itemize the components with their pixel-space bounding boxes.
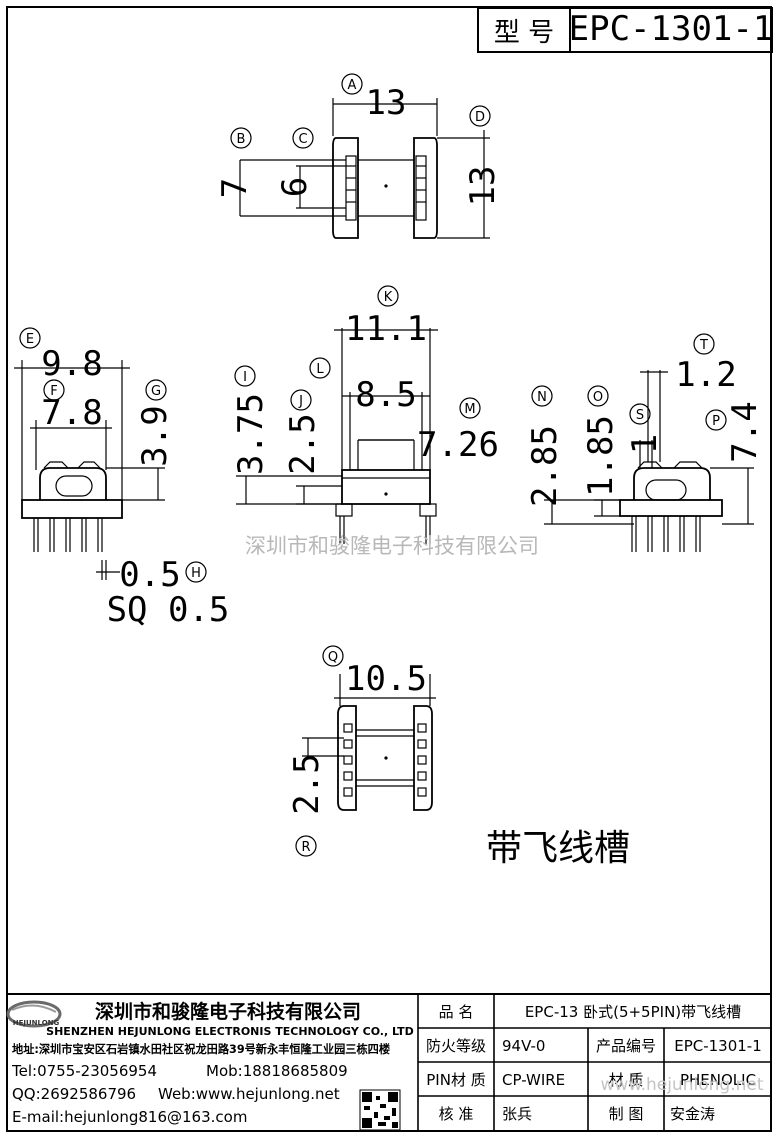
dim-P: 7.4: [725, 401, 765, 462]
name-label: 品 名: [439, 1003, 474, 1021]
web: Web:www.hejunlong.net: [158, 1085, 340, 1103]
bottom-view: [302, 674, 436, 811]
mob: Mob:18818685809: [206, 1062, 348, 1080]
right-view: [544, 370, 754, 552]
label-T: T: [699, 338, 708, 353]
draw-label: 制 图: [609, 1105, 644, 1123]
qr-code: [359, 1089, 401, 1131]
dim-G: 3.9: [135, 405, 175, 466]
check-label: 核 准: [439, 1105, 474, 1123]
label-B: B: [237, 132, 246, 147]
code-label: 产品编号: [596, 1037, 656, 1055]
dim-T: 1.2: [675, 355, 736, 395]
top-view: [239, 98, 490, 239]
label-E: E: [26, 332, 34, 347]
label-O: O: [593, 390, 603, 405]
mat-label: 材 质: [609, 1071, 644, 1089]
dim-E: 9.8: [41, 344, 102, 384]
logo-text: HEJUNLONG: [13, 1019, 60, 1027]
dim-I: 3.75: [231, 393, 271, 475]
address: 地址:深圳市宝安区石岩镇水田社区祝龙田路39号新永丰恒隆工业园三栋四楼: [12, 1042, 391, 1056]
left-view: [14, 360, 165, 580]
label-D: D: [475, 110, 485, 125]
label-C: C: [298, 132, 307, 147]
pin-value: CP-WIRE: [502, 1071, 565, 1089]
name-value: EPC-13 卧式(5+5PIN)带飞线槽: [525, 1003, 741, 1021]
label-Q: Q: [328, 650, 338, 665]
label-L: L: [316, 362, 324, 377]
tel: Tel:0755-23056954: [11, 1062, 157, 1080]
dim-H: 0.5: [119, 555, 180, 595]
front-view: [236, 328, 438, 544]
dim-F: 7.8: [41, 393, 102, 433]
dim-B: 7: [215, 178, 255, 198]
dim-D: 13: [463, 166, 503, 207]
dim-A: 13: [366, 83, 407, 123]
title-block-grid: [6, 993, 772, 1132]
draw-value: 安金涛: [670, 1105, 715, 1123]
dim-K: 11.1: [345, 309, 427, 349]
feature-note: 带飞线槽: [486, 828, 630, 869]
label-A: A: [348, 78, 357, 93]
check-value: 张兵: [502, 1105, 532, 1123]
dim-Q: 10.5: [345, 659, 427, 699]
label-P: P: [712, 414, 720, 429]
dim-R: 2.5: [287, 753, 327, 814]
fire-label: 防火等级: [426, 1037, 486, 1055]
label-J: J: [298, 394, 303, 409]
mat-value: PHENOLIC: [680, 1071, 756, 1089]
watermark-url: www.hejunlong.net: [600, 1075, 763, 1095]
label-R: R: [301, 840, 310, 855]
company-logo: [6, 1000, 62, 1028]
model-label: 型 号: [494, 18, 554, 48]
label-H: H: [191, 566, 201, 581]
watermark: 深圳市和骏隆电子科技有限公司: [245, 534, 539, 558]
dim-C: 6: [275, 177, 315, 197]
email: E-mail:hejunlong816@163.com: [12, 1108, 247, 1126]
dim-M: 7.26: [417, 425, 499, 465]
dim-S: 1: [625, 434, 665, 454]
qq: QQ:2692586796: [12, 1085, 136, 1103]
label-M: M: [464, 402, 475, 417]
label-N: N: [537, 390, 547, 405]
fire-value: 94V-0: [502, 1037, 545, 1055]
dim-J: 2.5: [283, 413, 323, 474]
code-value: EPC-1301-1: [674, 1037, 762, 1055]
pin-note: SQ 0.5: [107, 590, 230, 630]
company-cn: 深圳市和骏隆电子科技有限公司: [95, 1000, 361, 1023]
dim-N: 2.85: [525, 425, 565, 507]
label-S: S: [636, 408, 644, 423]
label-G: G: [151, 384, 161, 399]
pin-label: PIN材 质: [426, 1071, 485, 1089]
label-F: F: [50, 384, 57, 399]
dim-L: 8.5: [355, 375, 416, 415]
header-box: [477, 7, 773, 53]
label-I: I: [243, 370, 247, 385]
drawing-frame: [6, 6, 772, 1132]
label-K: K: [384, 290, 393, 305]
company-en: SHENZHEN HEJUNLONG ELECTRONIS TECHNOLOGY…: [46, 1025, 414, 1038]
model-number: EPC-1301-1: [569, 9, 774, 49]
dim-O: 1.85: [581, 415, 621, 497]
